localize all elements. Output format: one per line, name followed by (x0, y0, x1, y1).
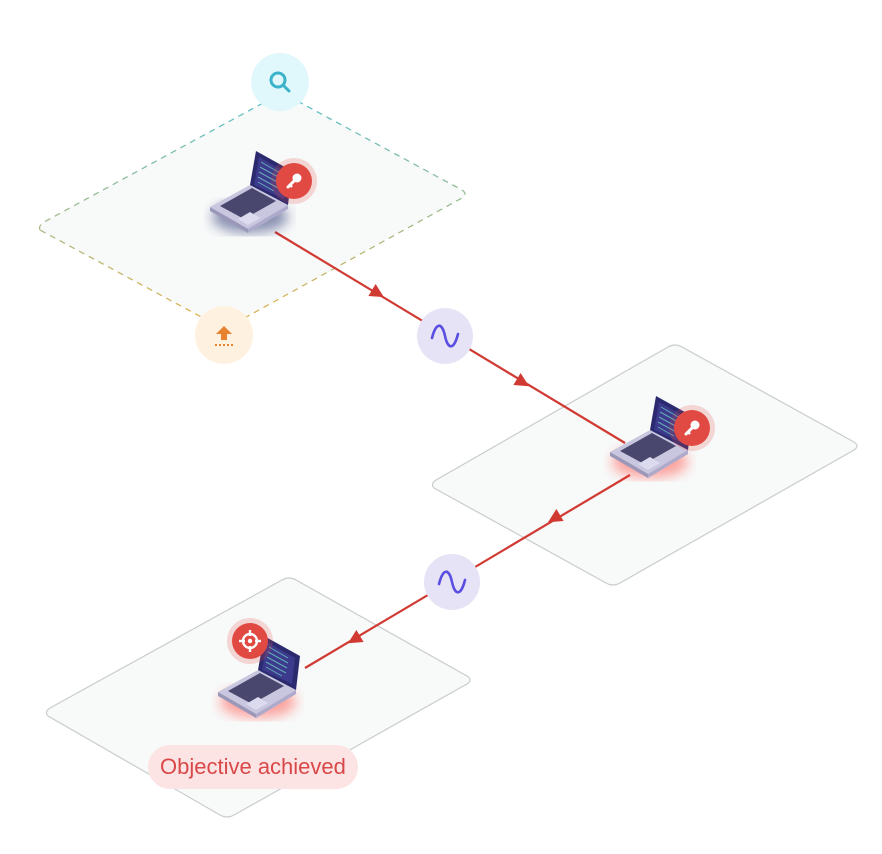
upload-icon[interactable] (195, 306, 253, 364)
lateral-movement-icon[interactable] (417, 308, 473, 364)
crosshair-icon (227, 618, 273, 664)
search-icon[interactable] (251, 53, 309, 111)
arrow-head-icon (547, 508, 564, 523)
key-icon (271, 158, 317, 204)
key-icon (669, 405, 715, 451)
laptop-node-3[interactable] (218, 636, 300, 718)
arrow-head-icon (513, 372, 530, 387)
lateral-movement-icon[interactable] (424, 554, 480, 610)
objective-achieved-badge: Objective achieved (148, 745, 358, 789)
arrow-head-icon (347, 629, 364, 644)
arrow-head-icon (368, 283, 385, 298)
